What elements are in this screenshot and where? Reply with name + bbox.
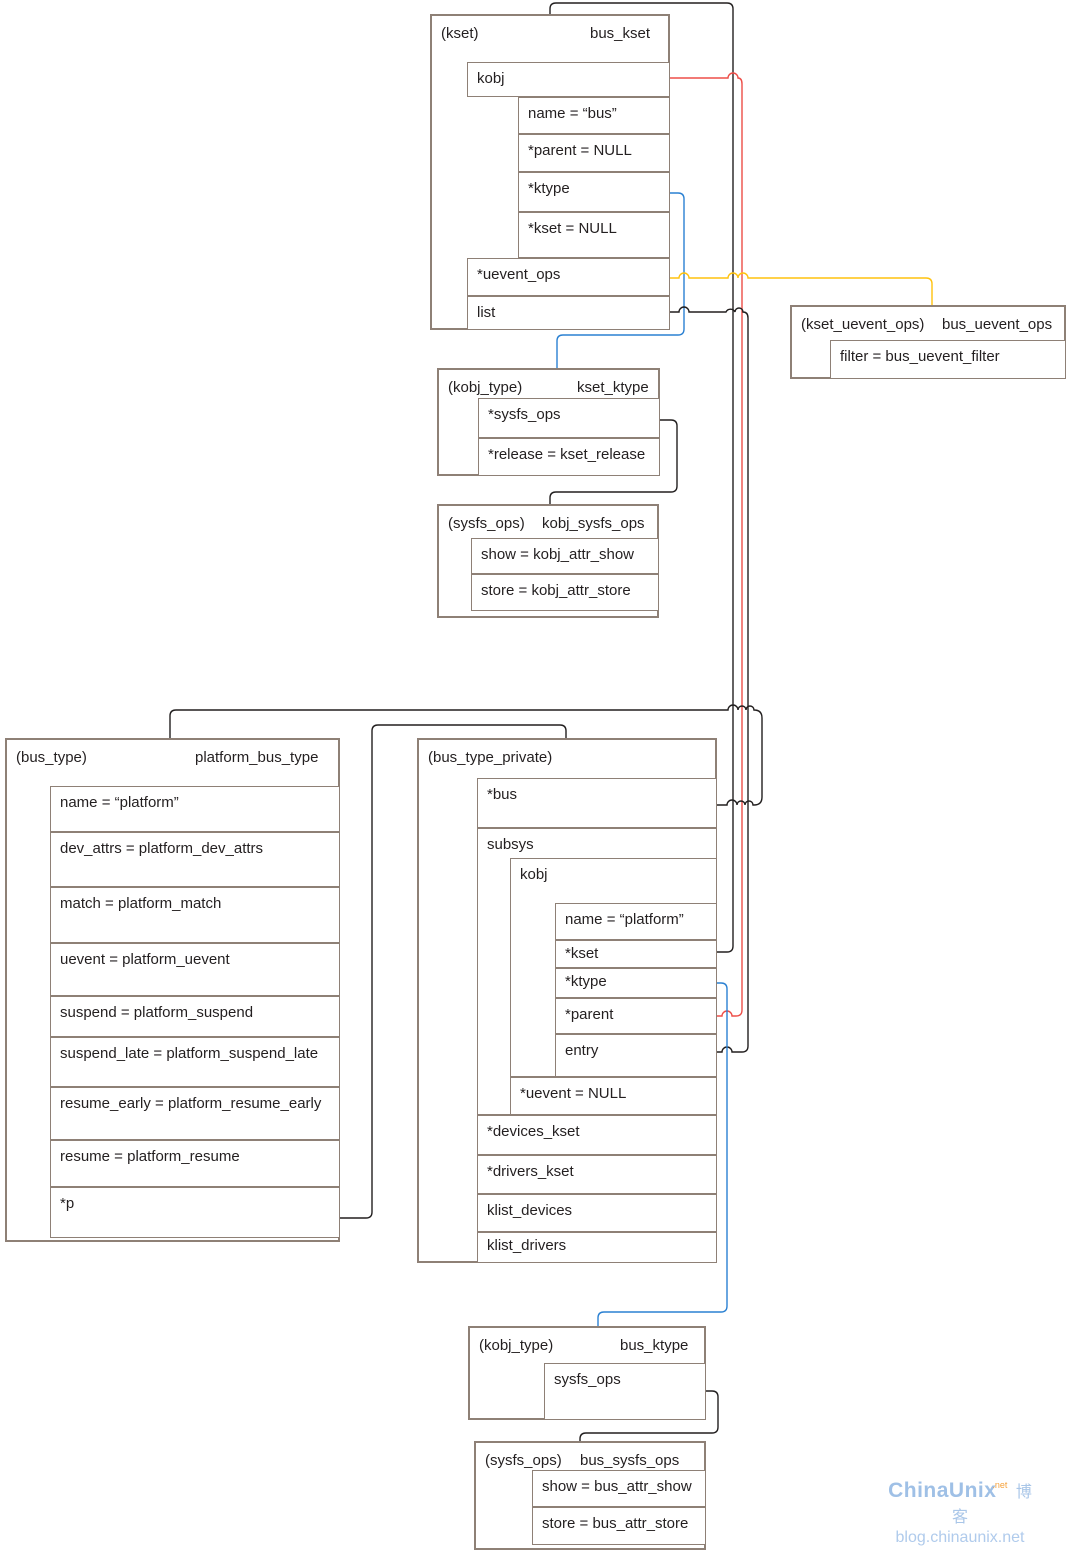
field-btp-entry: entry [555,1034,717,1077]
bus-kset-type-label: (kset) [441,25,479,42]
field-bus-kset-kobj-name: name = “bus” [518,97,670,134]
platform-bus-type-type-label: (bus_type) [16,749,87,766]
kobj-sysfs-ops-name-label: kobj_sysfs_ops [542,515,645,532]
field-btp-klist-drivers: klist_drivers [477,1232,717,1263]
platform-bus-type-name-label: platform_bus_type [195,749,319,766]
field-btp-kset: *kset [555,940,717,968]
bus-ktype-name-label: bus_ktype [620,1337,689,1354]
field-kset-ktype-release: *release = kset_release [478,438,660,476]
field-pbt-match: match = platform_match [50,887,340,943]
field-bus-kset-uevent-ops: *uevent_ops [467,258,670,296]
field-bus-sysfs-ops-store: store = bus_attr_store [532,1507,706,1545]
bus-uevent-ops-type-label: (kset_uevent_ops) [801,316,925,333]
field-kobj-sysfs-ops-show: show = kobj_attr_show [471,538,659,574]
field-bus-kset-list: list [467,296,670,330]
connector-uevent-ops-to-bus-uevent-ops [670,272,933,305]
kset-ktype-type-label: (kobj_type) [448,379,523,396]
bus-ktype-type-label: (kobj_type) [479,1337,554,1354]
field-bus-sysfs-ops-show: show = bus_attr_show [532,1470,706,1507]
bus-kset-name-label: bus_kset [590,25,651,42]
field-bus-ktype-sysfs-ops: sysfs_ops [544,1363,706,1420]
field-bus-kset-ktype: *ktype [518,172,670,212]
watermark-blog-label: 博客 [951,1484,1032,1526]
field-pbt-dev-attrs: dev_attrs = platform_dev_attrs [50,832,340,887]
field-pbt-suspend: suspend = platform_suspend [50,996,340,1037]
field-btp-kobj-name: name = “platform” [555,903,717,940]
bus-uevent-ops-name-label: bus_uevent_ops [942,316,1053,333]
watermark-brand: ChinaUnix [888,1479,997,1502]
field-bus-uevent-ops-filter: filter = bus_uevent_filter [830,340,1066,379]
field-pbt-uevent: uevent = platform_uevent [50,943,340,996]
kset-ktype-name-label: kset_ktype [577,379,649,396]
field-btp-parent: *parent [555,998,717,1034]
field-btp-drivers-kset: *drivers_kset [477,1155,717,1194]
field-pbt-p: *p [50,1187,340,1238]
field-kobj-sysfs-ops-store: store = kobj_attr_store [471,574,659,611]
field-pbt-resume-early: resume_early = platform_resume_early [50,1087,340,1140]
field-bus-kset-kobj: kobj [467,62,670,97]
field-btp-devices-kset: *devices_kset [477,1115,717,1155]
watermark-net-superscript: .net [992,1480,1008,1490]
field-btp-klist-devices: klist_devices [477,1194,717,1232]
bus-sysfs-ops-name-label: bus_sysfs_ops [580,1452,680,1469]
bus-sysfs-ops-type-label: (sysfs_ops) [485,1452,562,1469]
field-pbt-resume: resume = platform_resume [50,1140,340,1187]
field-kset-ktype-sysfs-ops: *sysfs_ops [478,398,660,438]
field-btp-bus: *bus [477,778,717,828]
kobj-sysfs-ops-type-label: (sysfs_ops) [448,515,525,532]
watermark-url: blog.chinaunix.net [895,1529,1025,1546]
field-pbt-suspend-late: suspend_late = platform_suspend_late [50,1037,340,1087]
field-pbt-name: name = “platform” [50,786,340,832]
bus-type-private-type-label: (bus_type_private) [428,749,553,766]
field-btp-uevent: *uevent = NULL [510,1077,717,1115]
field-bus-kset-parent: *parent = NULL [518,134,670,172]
field-bus-kset-kset: *kset = NULL [518,212,670,258]
watermark: ChinaUnix.net 博客 blog.chinaunix.net [882,1478,1038,1547]
field-btp-ktype: *ktype [555,968,717,998]
